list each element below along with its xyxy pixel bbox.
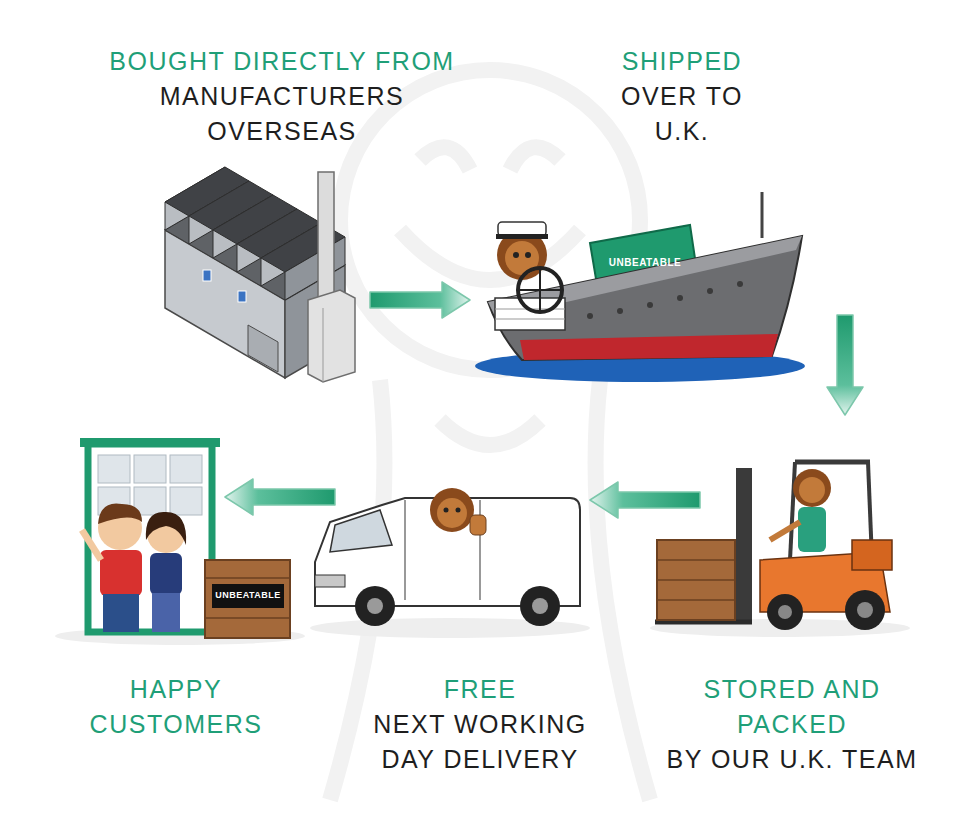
ship-illustration-part	[525, 252, 531, 258]
van-illustration-part	[355, 586, 395, 626]
forklift-illustration-part-part	[657, 579, 735, 581]
factory-illustration	[165, 167, 355, 382]
ship-illustration-part	[539, 268, 541, 312]
forklift-illustration-part	[657, 560, 735, 600]
process-step: STORED AND PACKEDBY OUR U.K. TEAM	[700, 415, 900, 625]
forklift-illustration-part-part	[657, 559, 735, 561]
van-illustration-part	[470, 515, 486, 535]
customers-illustration-part-part	[170, 455, 202, 483]
customers-illustration-part-part	[98, 455, 130, 483]
factory-illustration-part	[323, 308, 324, 382]
forklift-illustration-part	[795, 460, 870, 465]
process-step: SHIPPEDOVER TO U.K.	[470, 185, 870, 315]
customers-illustration-part	[205, 560, 290, 638]
forklift-illustration-part	[790, 462, 795, 560]
factory-illustration-part	[203, 270, 211, 281]
van-illustration-part	[404, 500, 406, 600]
customers-illustration	[55, 438, 305, 645]
ship-illustration-part-part	[707, 288, 713, 294]
customers-illustration-part	[152, 593, 180, 632]
crate-label: UNBEATABLE	[215, 591, 281, 601]
van-illustration-part	[520, 586, 560, 626]
step-heading: SHIPPED	[622, 44, 742, 79]
ship-illustration-part	[761, 192, 764, 238]
step-text: NEXT WORKING DAY DELIVERY	[360, 707, 600, 777]
forklift-illustration	[650, 462, 910, 637]
customers-illustration-part	[212, 584, 284, 608]
ship-illustration-part-part	[647, 302, 653, 308]
customers-illustration-part	[150, 553, 182, 595]
step-heading: STORED AND PACKED	[682, 672, 902, 742]
ship-illustration-part	[520, 334, 778, 360]
ship-illustration-part-part	[737, 281, 743, 287]
process-step: HAPPY CUSTOMERS	[60, 440, 225, 640]
customers-illustration-part	[98, 503, 142, 524]
van-illustration-part	[532, 598, 548, 614]
van-illustration-part	[315, 575, 345, 587]
van-illustration-part	[437, 498, 467, 528]
watermark-lion	[330, 70, 650, 800]
factory-illustration-part	[248, 325, 278, 372]
step-text: BY OUR U.K. TEAM	[667, 742, 918, 777]
flow-arrow	[370, 282, 470, 318]
forklift-illustration-part	[845, 590, 885, 630]
container-label: UNBEATABLE	[609, 257, 681, 268]
step-heading: HAPPY CUSTOMERS	[71, 672, 281, 742]
customers-illustration-part	[100, 550, 142, 596]
customers-illustration-part-part	[205, 577, 290, 579]
ship-illustration-part	[488, 236, 802, 360]
watermark-lion-part	[440, 420, 540, 445]
step-text: MANUFACTURERS OVERSEAS	[137, 79, 427, 149]
forklift-illustration-part	[770, 522, 800, 540]
ship-illustration-part	[557, 281, 743, 323]
customers-illustration-part-part	[205, 617, 290, 619]
ship-illustration	[475, 192, 805, 382]
flow-arrow	[827, 315, 863, 415]
forklift-illustration-part	[793, 469, 831, 507]
ship-illustration-part-part	[677, 295, 683, 301]
ship-illustration-part	[518, 268, 562, 312]
forklift-illustration-part	[857, 602, 873, 618]
van-illustration-part	[430, 488, 474, 532]
customers-illustration-part	[103, 594, 139, 632]
ship-illustration-part	[498, 222, 546, 236]
forklift-illustration-part	[852, 540, 892, 570]
customers-illustration-part-part	[170, 487, 202, 515]
watermark-lion-part	[420, 147, 560, 170]
ship-illustration-part	[513, 252, 519, 258]
forklift-illustration-part	[798, 507, 826, 552]
ship-illustration-part-part	[617, 308, 623, 314]
ship-illustration-part	[495, 319, 565, 320]
forklift-illustration-part	[778, 605, 792, 619]
step-text: OVER TO U.K.	[607, 79, 757, 149]
flow-arrow	[590, 482, 700, 518]
ship-illustration-part	[495, 298, 565, 330]
ship-illustration-part	[496, 234, 548, 239]
customers-illustration-part	[146, 512, 186, 545]
customers-illustration-part	[88, 444, 212, 632]
customers-illustration-part	[80, 438, 220, 447]
process-step: FREENEXT WORKING DAY DELIVERY	[335, 470, 590, 640]
forklift-illustration-part	[736, 468, 752, 623]
forklift-illustration-part	[657, 540, 735, 620]
forklift-illustration-part	[767, 594, 803, 630]
van-illustration-part	[367, 598, 383, 614]
flow-arrow	[225, 479, 335, 515]
van-illustration-part	[456, 508, 461, 513]
van-illustration	[310, 488, 590, 638]
forklift-illustration-part-part	[657, 599, 735, 601]
process-step: BOUGHT DIRECTLY FROMMANUFACTURERS OVERSE…	[160, 185, 370, 380]
step-heading: BOUGHT DIRECTLY FROM	[109, 44, 454, 79]
factory-illustration-part	[238, 291, 246, 302]
ship-illustration-part-part	[587, 313, 593, 319]
customers-illustration-part	[205, 578, 290, 618]
van-illustration-part	[444, 508, 449, 513]
factory-illustration-part	[308, 290, 355, 382]
customers-illustration-part-part	[134, 455, 166, 483]
forklift-illustration-part	[799, 477, 825, 503]
van-illustration-part	[330, 510, 392, 552]
customers-illustration-part	[82, 530, 101, 560]
step-heading: FREE	[444, 672, 517, 707]
